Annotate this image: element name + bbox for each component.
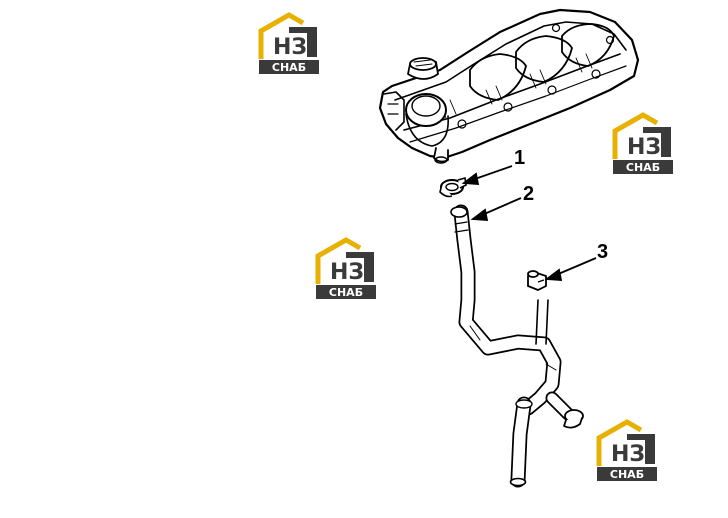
svg-text:НЗ: НЗ (330, 260, 364, 285)
callout-number-2: 2 (523, 183, 534, 205)
valve-cover (378, 8, 640, 164)
svg-text:СНАБ: СНАБ (329, 286, 363, 299)
svg-text:СНАБ: СНАБ (272, 61, 306, 74)
leader-lines (461, 165, 597, 281)
watermark-logo-1: НЗ СНАБ (259, 15, 319, 74)
svg-text:НЗ: НЗ (627, 135, 661, 160)
watermark-logo-4: НЗ СНАБ (597, 422, 657, 481)
connector-part-3[interactable] (527, 270, 547, 291)
breather-hose-part-2[interactable] (450, 204, 584, 488)
watermark-logo-3: НЗ СНАБ (316, 240, 376, 299)
callout-number-3: 3 (597, 241, 608, 263)
callout-number-1: 1 (514, 147, 525, 169)
svg-text:СНАБ: СНАБ (610, 468, 644, 481)
svg-text:СНАБ: СНАБ (626, 161, 660, 174)
svg-text:НЗ: НЗ (273, 35, 307, 60)
watermark-logo-2: НЗ СНАБ (613, 115, 673, 174)
svg-text:НЗ: НЗ (611, 442, 645, 467)
hose-clamp-part-1[interactable] (439, 176, 467, 198)
